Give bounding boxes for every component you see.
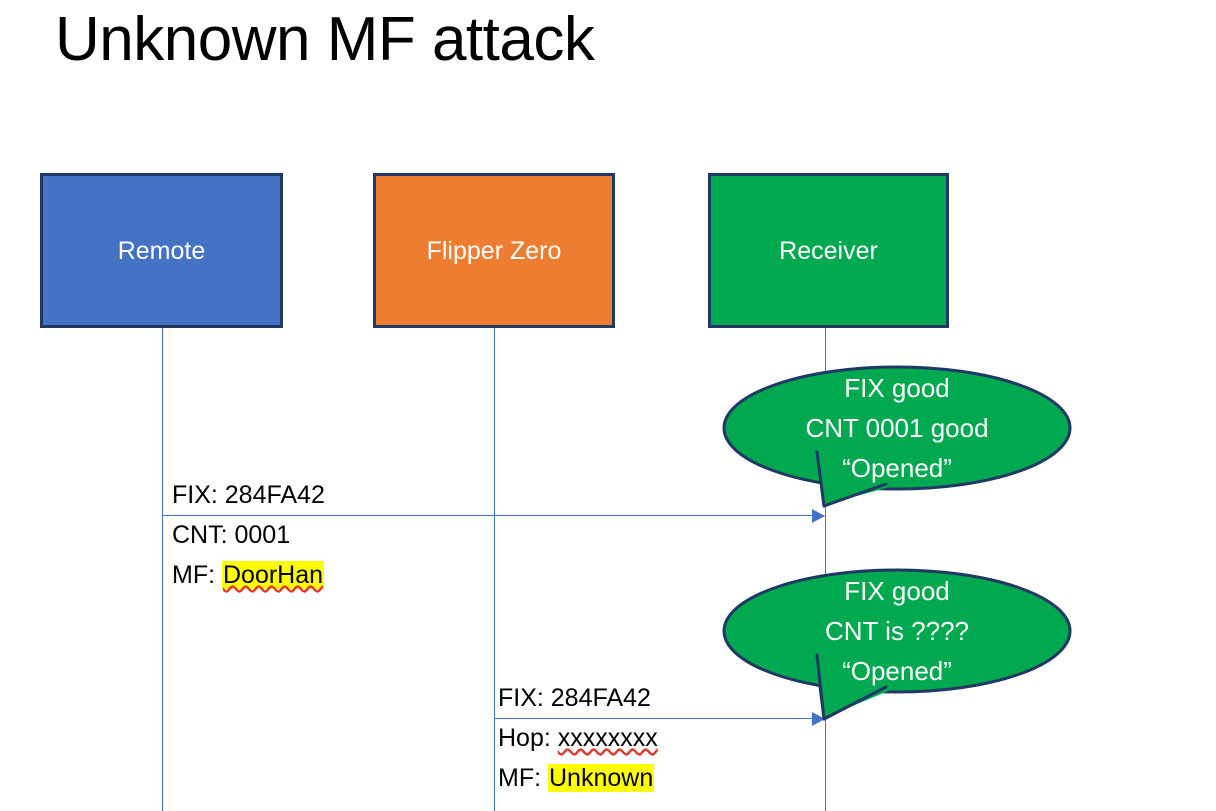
page-title: Unknown MF attack	[55, 5, 595, 74]
actor-box-flipper-zero[interactable]: Flipper Zero	[373, 173, 615, 328]
callout-tail-edge-right-first	[822, 482, 888, 508]
callout-shape-second	[722, 568, 1072, 721]
lifeline-remote	[162, 327, 163, 811]
actor-box-remote[interactable]: Remote	[40, 173, 283, 328]
actor-box-receiver[interactable]: Receiver	[708, 173, 949, 328]
lifeline-receiver	[825, 327, 826, 811]
callout-bubble-first[interactable]: FIX good CNT 0001 good “Opened”	[718, 360, 1076, 520]
message-arrow-line-remote-to-receiver	[162, 515, 813, 516]
lifeline-flipper	[494, 327, 495, 811]
message-hop-value: xxxxxxxx	[557, 724, 658, 752]
callout-ellipse-first	[722, 365, 1072, 491]
message-line-mf-2: MF: Unknown	[498, 758, 658, 798]
message-mf-value-unknown: Unknown	[548, 764, 655, 792]
callout-tail-fill-first	[817, 464, 893, 505]
message-line-cnt: CNT: 0001	[172, 521, 291, 549]
message-mf-value-doorhan: DoorHan	[222, 561, 325, 589]
message-label-flipper-to-receiver: FIX: 284FA42 Hop: xxxxxxxx MF: Unknown	[498, 678, 658, 798]
callout-tail-edge-left-first	[815, 450, 826, 508]
actor-label-receiver: Receiver	[779, 236, 878, 265]
actor-label-remote: Remote	[117, 236, 206, 265]
callout-ellipse-second	[722, 568, 1072, 694]
callout-tail-edge-left-second	[815, 653, 826, 721]
callout-bubble-second[interactable]: FIX good CNT is ???? “Opened”	[718, 563, 1076, 723]
message-line-mf: MF: DoorHan	[172, 555, 325, 595]
message-arrowhead-remote-to-receiver	[812, 509, 825, 523]
actor-label-flipper-zero: Flipper Zero	[426, 236, 562, 265]
message-line-fix-2: FIX: 284FA42	[498, 684, 651, 712]
callout-tail-fill-second	[817, 667, 893, 718]
message-mf-prefix: MF:	[172, 561, 222, 589]
message-hop-prefix: Hop:	[498, 724, 558, 752]
message-arrow-line-flipper-to-receiver	[494, 718, 813, 719]
message-line-fix: FIX: 284FA42	[172, 481, 325, 509]
message-line-hop: Hop: xxxxxxxx	[498, 718, 658, 758]
message-label-remote-to-receiver: FIX: 284FA42 CNT: 0001 MF: DoorHan	[172, 475, 325, 595]
callout-shape-first	[722, 365, 1072, 508]
message-mf-prefix-2: MF:	[498, 764, 548, 792]
callout-tail-edge-right-second	[822, 685, 888, 721]
message-arrowhead-flipper-to-receiver	[812, 712, 825, 726]
